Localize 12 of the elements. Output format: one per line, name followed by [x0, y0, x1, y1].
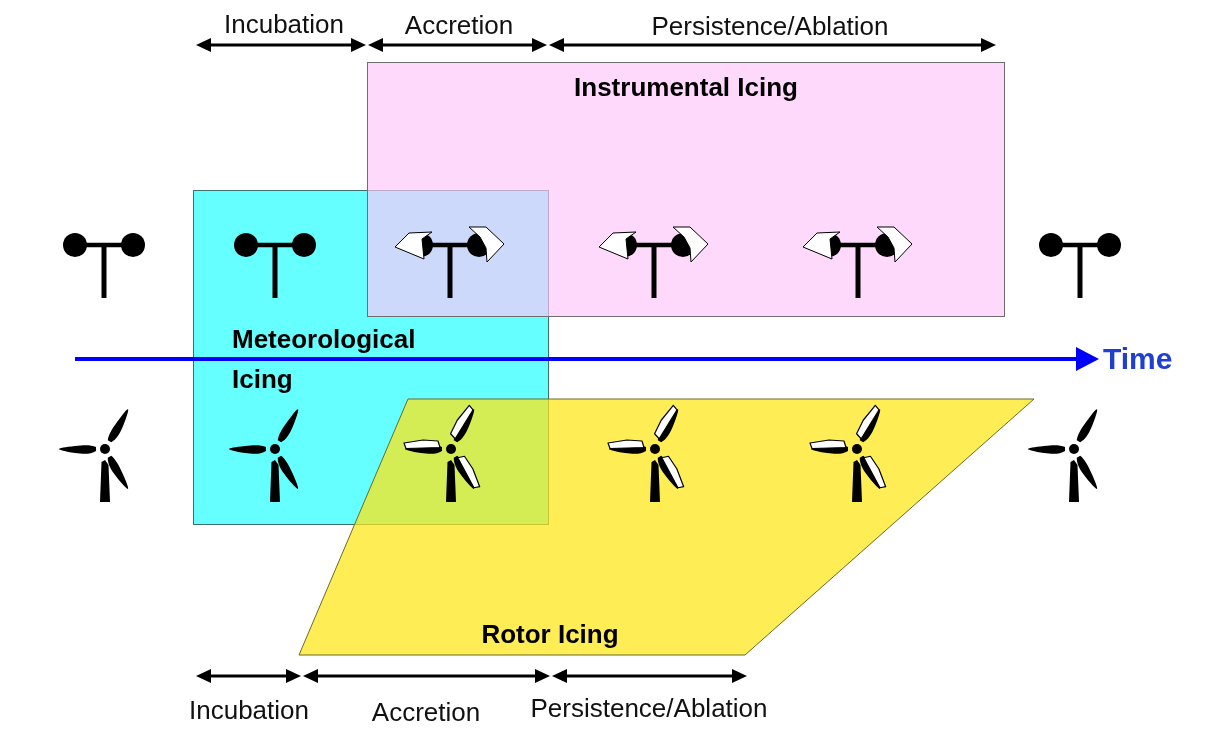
phase-label: Incubation — [189, 695, 309, 725]
phase-label: Incubation — [224, 9, 344, 39]
region-title: Rotor Icing — [481, 619, 619, 650]
axis-label: Time — [1103, 342, 1173, 376]
region-title: Meteorological Icing — [232, 323, 417, 396]
phase-label: Accretion — [371, 697, 481, 727]
shaded-region — [367, 62, 1005, 317]
parallelogram-region — [299, 399, 1034, 655]
phase-label: Persistence/Ablation — [651, 11, 889, 41]
phase-label: Persistence/Ablation — [530, 693, 768, 723]
region-title: Instrumental Icing — [574, 72, 798, 103]
phase-label: Accretion — [404, 10, 514, 40]
